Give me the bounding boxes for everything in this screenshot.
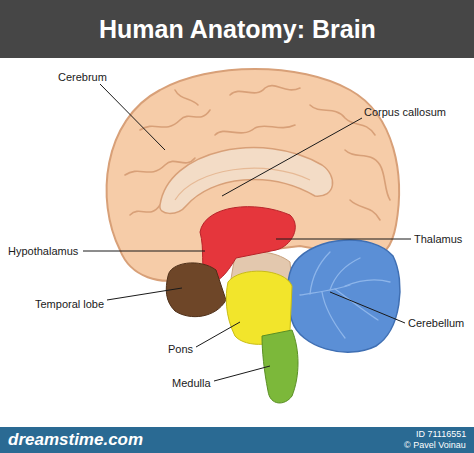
image-id: ID 71116551	[416, 429, 466, 440]
author-credit: © Pavel Voinau	[404, 440, 466, 451]
part-label: Hypothalamus	[8, 245, 78, 258]
corpus-callosum-shape	[160, 148, 333, 214]
part-label: Cerebellum	[408, 317, 464, 330]
footer-bar	[0, 427, 474, 453]
title-bar	[0, 0, 474, 58]
part-label: Corpus callosum	[364, 106, 446, 119]
part-label: Temporal lobe	[35, 298, 104, 311]
part-label: Thalamus	[414, 233, 462, 246]
part-label: Pons	[168, 343, 193, 356]
part-label: Medulla	[172, 377, 211, 390]
temporal-lobe-shape	[166, 263, 226, 317]
cerebellum-shape	[287, 240, 399, 352]
page-title: Human Anatomy: Brain	[99, 14, 376, 44]
gyri	[125, 86, 390, 220]
part-label: Cerebrum	[58, 71, 107, 84]
watermark-logo: dreamstime.com	[8, 430, 143, 449]
arbor-vitae	[300, 252, 390, 338]
leader-lines	[83, 84, 411, 381]
